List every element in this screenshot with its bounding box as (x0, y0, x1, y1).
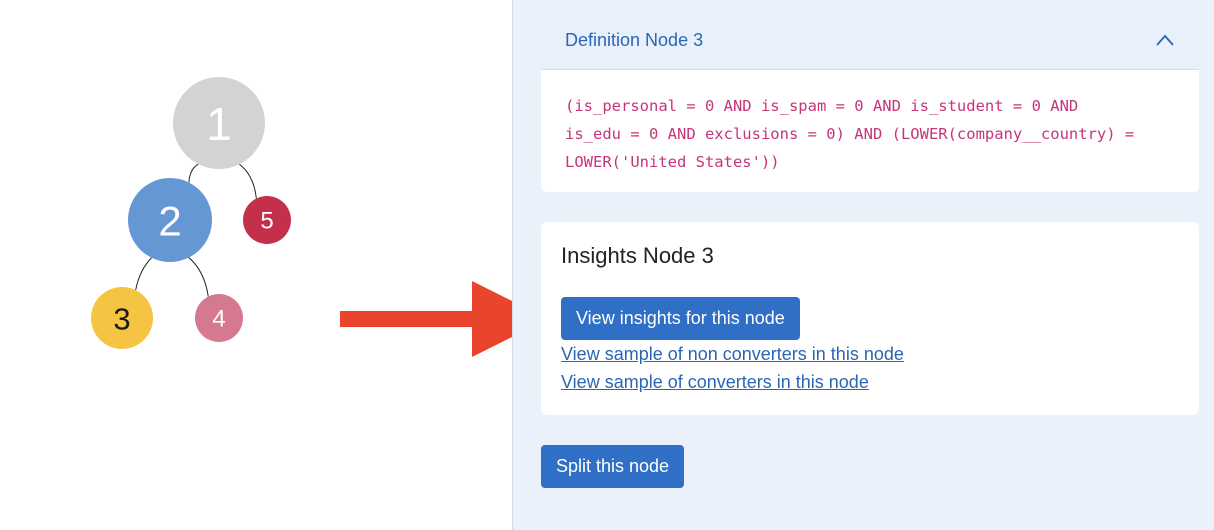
tree-node-circle[interactable] (91, 287, 153, 349)
insights-title: Insights Node 3 (561, 243, 714, 268)
definition-header[interactable]: Definition Node 3 (541, 11, 1199, 70)
split-node-button[interactable]: Split this node (541, 445, 685, 488)
non-converters-link[interactable]: View sample of non converters in this no… (561, 344, 904, 364)
tree-node-circle[interactable] (173, 77, 265, 169)
tree-edge (188, 163, 199, 183)
tree-node-label: 3 (113, 302, 130, 337)
tree-edge (135, 257, 152, 291)
tree-edge (188, 257, 209, 297)
decision-tree: 1 2 3 4 5 (91, 77, 291, 349)
tree-edge (239, 163, 257, 199)
view-insights-button[interactable]: View insights for this node (561, 297, 800, 340)
tree-node-circle[interactable] (128, 178, 212, 262)
definition-title: Definition Node 3 (565, 29, 704, 50)
tree-node-circle[interactable] (243, 196, 291, 244)
converters-link[interactable]: View sample of converters in this node (561, 372, 869, 392)
tree-pane: 1 2 3 4 5 (0, 0, 548, 530)
code-line: (is_personal = 0 AND is_spam = 0 AND is_… (565, 97, 1079, 115)
code-line: is_edu = 0 AND exclusions = 0) AND (LOWE… (565, 125, 1135, 143)
tree-node-label: 1 (206, 98, 232, 150)
chevron-up-icon[interactable] (1155, 33, 1175, 47)
definition-code: (is_personal = 0 AND is_spam = 0 AND is_… (541, 70, 1199, 176)
tree-node-label: 2 (158, 198, 181, 245)
insights-panel: Insights Node 3 View insights for this n… (541, 222, 1199, 415)
tree-node-label: 5 (260, 208, 273, 235)
tree-node-4[interactable]: 4 (195, 294, 243, 342)
tree-node-label: 4 (212, 306, 225, 333)
tree-node-1[interactable]: 1 (173, 77, 265, 169)
definition-panel: Definition Node 3 (is_personal = 0 AND i… (541, 11, 1199, 192)
tree-node-5[interactable]: 5 (243, 196, 291, 244)
pointer-arrow-icon (340, 281, 548, 357)
tree-node-circle[interactable] (195, 294, 243, 342)
tree-node-3[interactable]: 3 (91, 287, 153, 349)
tree-node-2[interactable]: 2 (128, 178, 212, 262)
code-line: LOWER('United States')) (565, 153, 780, 171)
